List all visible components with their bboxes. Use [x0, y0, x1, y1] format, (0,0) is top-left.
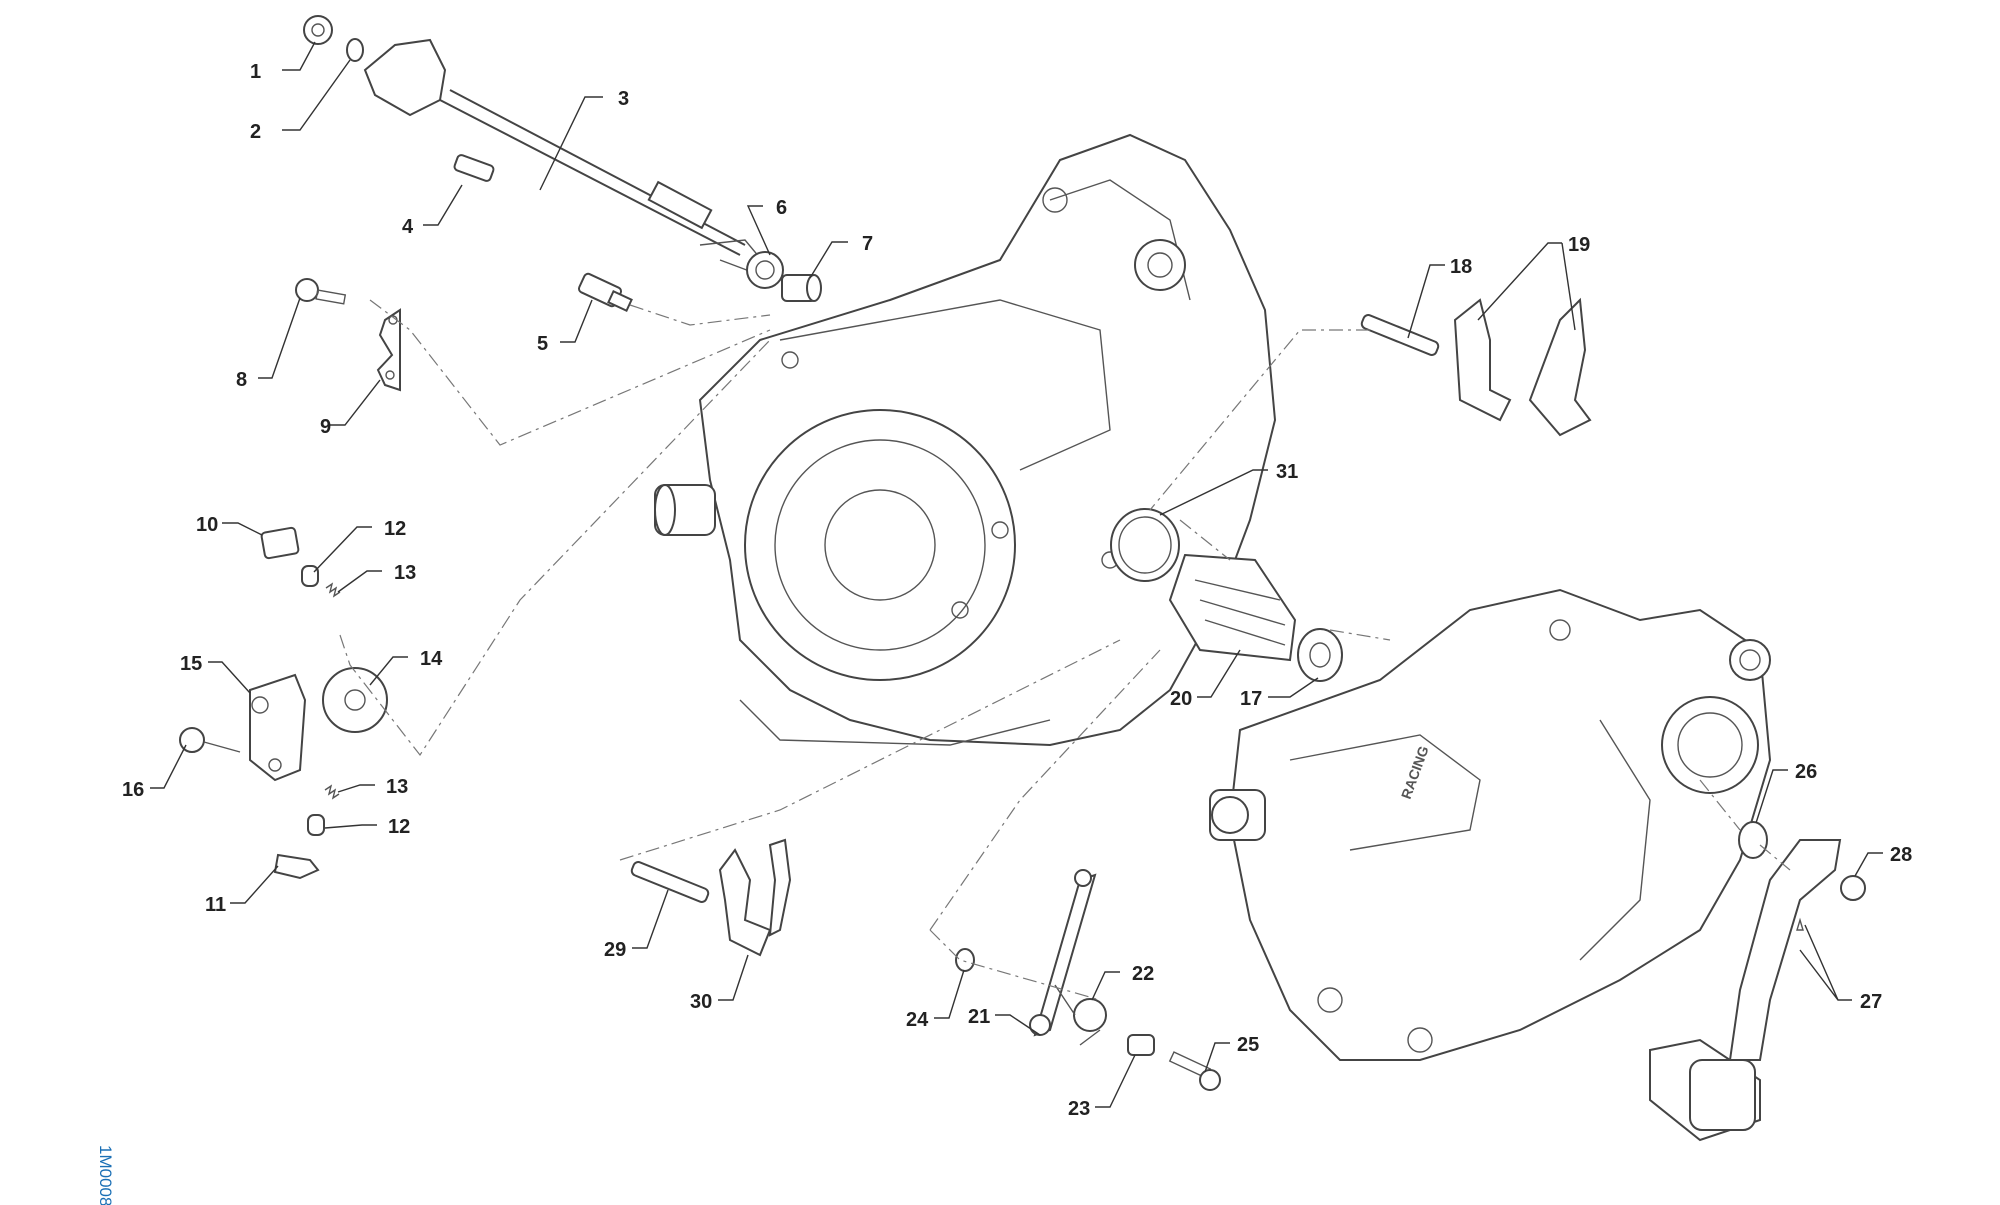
- assembly-lines: [339, 299, 1791, 1001]
- part-12-pin-lower: [307, 814, 325, 836]
- part-15-ratchet-plate: [249, 673, 307, 782]
- part-7-bushing: [781, 274, 822, 302]
- callout-leaders: [150, 41, 1883, 1108]
- part-5-bolt: [577, 272, 633, 312]
- callout-14: 14: [420, 648, 443, 670]
- callout-5: 5: [537, 333, 548, 355]
- part-28-circlip: [1840, 875, 1866, 901]
- callout-1: 1: [250, 61, 261, 83]
- callout-16: 16: [122, 779, 144, 801]
- callout-13-upper: 13: [394, 562, 416, 584]
- callout-7: 7: [862, 233, 873, 255]
- part-30-shift-fork: [718, 838, 792, 957]
- callout-24: 24: [906, 1009, 929, 1031]
- part-3-gearshift-shaft: [363, 38, 746, 256]
- part-14-shift-cam: [322, 667, 388, 733]
- callout-6: 6: [776, 197, 787, 219]
- part-21-lever: [1029, 869, 1097, 1037]
- callout-19: 19: [1568, 234, 1590, 256]
- part-8-bolt: [295, 278, 347, 305]
- callout-22: 22: [1132, 963, 1154, 985]
- part-13-spring-upper: [325, 582, 341, 598]
- callout-labels: 1 2 3 4 5 6 7 8 9 10 11 12 12 13 13 14 1…: [122, 61, 1912, 1120]
- callout-10: 10: [196, 514, 218, 536]
- part-16-bolt: [179, 727, 241, 753]
- part-4-pin: [453, 154, 495, 182]
- part-19-shift-forks: [1453, 297, 1592, 437]
- part-22-spring: [1054, 984, 1107, 1046]
- callout-15: 15: [180, 653, 202, 675]
- left-crankcase-half: [654, 133, 1277, 747]
- callout-13-lower: 13: [386, 776, 408, 798]
- part-17-bearing: [1297, 628, 1343, 682]
- part-26-seal: [1738, 821, 1768, 859]
- part-24-washer: [955, 948, 975, 972]
- callout-2: 2: [250, 121, 261, 143]
- callout-25: 25: [1237, 1034, 1259, 1056]
- part-12-pin-upper: [301, 565, 319, 587]
- callout-9: 9: [320, 416, 331, 438]
- callout-12-upper: 12: [384, 518, 406, 540]
- right-crankcase-half: RACING: [1209, 588, 1772, 1061]
- part-9-plate: [376, 308, 401, 392]
- part-2-washer: [346, 38, 364, 62]
- part-23-bushing: [1127, 1034, 1155, 1056]
- callout-17: 17: [1240, 688, 1262, 710]
- part-13-spring-lower: [324, 784, 340, 800]
- callout-28: 28: [1890, 844, 1912, 866]
- callout-12-lower: 12: [388, 816, 410, 838]
- part-10-block: [260, 526, 300, 560]
- part-1-nut: [303, 15, 333, 45]
- drawing-code: 1M0008: [96, 1145, 115, 1205]
- callout-27: 27: [1860, 991, 1882, 1013]
- part-25-bolt: [1168, 1051, 1221, 1091]
- callout-18: 18: [1450, 256, 1472, 278]
- part-31-ring: [1110, 508, 1180, 582]
- callout-21: 21: [968, 1006, 990, 1028]
- callout-23: 23: [1068, 1098, 1090, 1120]
- part-20-shift-drum: [1168, 553, 1297, 662]
- callout-4: 4: [402, 216, 414, 238]
- callout-8: 8: [236, 369, 247, 391]
- callout-20: 20: [1170, 688, 1192, 710]
- part-27-gear-lever: [1649, 839, 1842, 1142]
- callout-29: 29: [604, 939, 626, 961]
- part-6-spring: [699, 239, 784, 289]
- callout-30: 30: [690, 991, 712, 1013]
- callout-3: 3: [618, 88, 629, 110]
- part-11-lever-pin: [273, 853, 320, 880]
- part-18-fork-shaft: [1360, 314, 1440, 356]
- part-29-fork-shaft: [630, 861, 710, 903]
- callout-26: 26: [1795, 761, 1817, 783]
- callout-11: 11: [205, 894, 226, 916]
- callout-31: 31: [1276, 461, 1298, 483]
